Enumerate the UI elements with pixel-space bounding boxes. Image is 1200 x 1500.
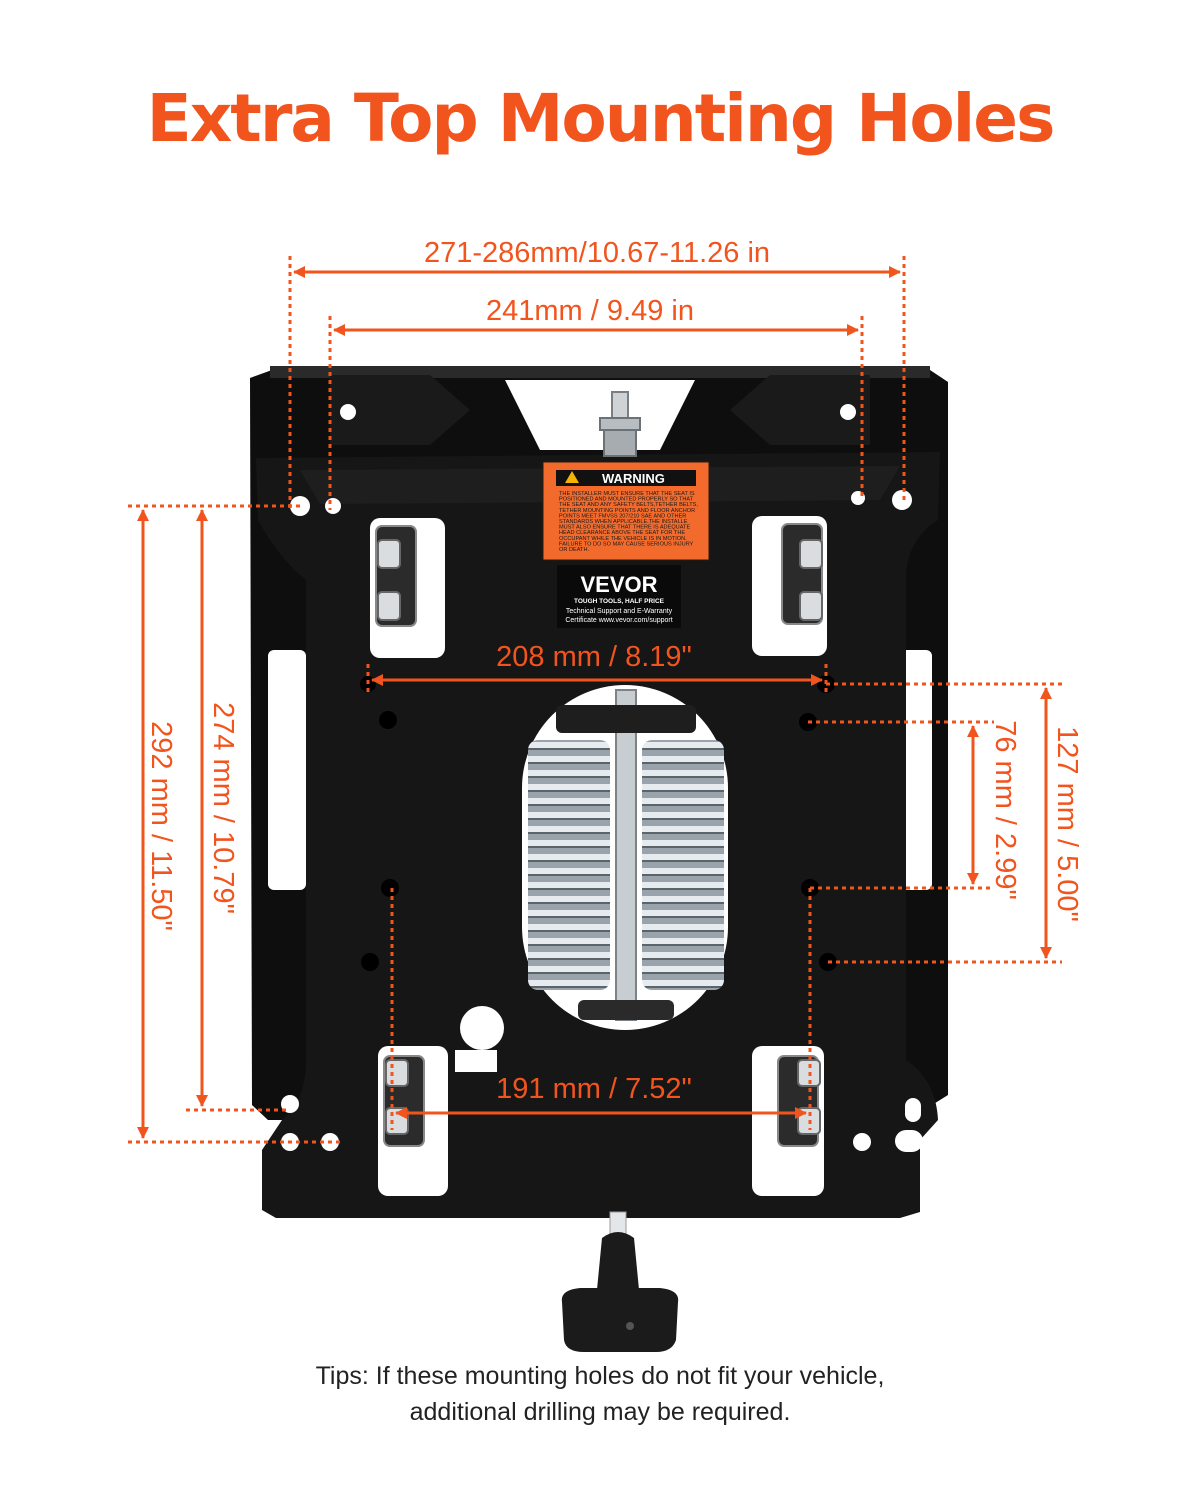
dim-inner-top-width: 241mm / 9.49 in [486,295,694,327]
brand-tagline: TOUGH TOOLS, HALF PRICE [574,598,665,605]
warning-header: WARNING [602,471,665,486]
spring-left [528,740,610,990]
brand-support-line: Technical Support and E-Warranty [566,608,673,615]
brand-label: VEVOR TOUGH TOOLS, HALF PRICE Technical … [557,565,681,628]
seat-swivel-plate [250,366,948,1352]
dim-left-inner-height: 274 mm / 10.79" [207,702,239,914]
page-title: Extra Top Mounting Holes [146,80,1056,157]
spring-right [642,740,724,990]
tips-line-2: additional drilling may be required. [409,1398,791,1426]
dim-outer-top-width: 271-286mm/10.67-11.26 in [424,237,770,269]
warning-body-line: MUST ALSO ENSURE THAT THERE IS ADEQUATE [559,525,690,531]
tips-note: Tips: If these mounting holes do not fit… [0,1358,1200,1430]
warning-label: WARNING THE INSTALLER MUST ENSURE THAT T… [542,461,710,561]
top-stud [599,391,641,457]
brand-logo: VEVOR [580,572,657,597]
warning-body-line: THE SEAT AND ANY SAFETY BELTS,TETHER BEL… [559,502,698,508]
dim-left-outer-height: 292 mm / 11.50" [145,721,177,931]
warning-body-line: THE INSTALLER MUST ENSURE THAT THE SEAT … [559,491,695,497]
warning-body-line: POINTS MEET FMVSS 207/210 SAE AND OTHER [559,513,686,519]
warning-body-line: OR DEATH. [559,547,589,553]
warning-body-line: TETHER MOUNTING POINTS AND FLOOR ANCHOR [559,508,695,514]
release-handle [561,1211,679,1352]
warning-body-line: OCCUPANT WHILE THE VEHICLE IS IN MOTION. [559,536,687,542]
tips-line-1: Tips: If these mounting holes do not fit… [315,1362,885,1390]
warning-body-line: HEAD CLEARANCE ABOVE THE SEAT FOR THE [559,530,685,536]
warning-body-line: STANDARDS WHEN APPLICABLE.THE INSTALLE [559,519,688,525]
dim-right-large-height: 127 mm / 5.00" [1051,726,1083,922]
warning-body-line: POSITIONED AND MOUNTED PROPERLY SO THAT [559,497,694,503]
warning-body-line: FAILURE TO DO SO MAY CAUSE SERIOUS INJUR… [559,541,694,547]
dim-right-small-height: 76 mm / 2.99" [989,720,1021,900]
brand-warranty-line: Certificate www.vevor.com/support [565,617,672,624]
dim-middle-width: 208 mm / 8.19" [496,641,692,673]
dim-bottom-width: 191 mm / 7.52" [496,1073,692,1105]
